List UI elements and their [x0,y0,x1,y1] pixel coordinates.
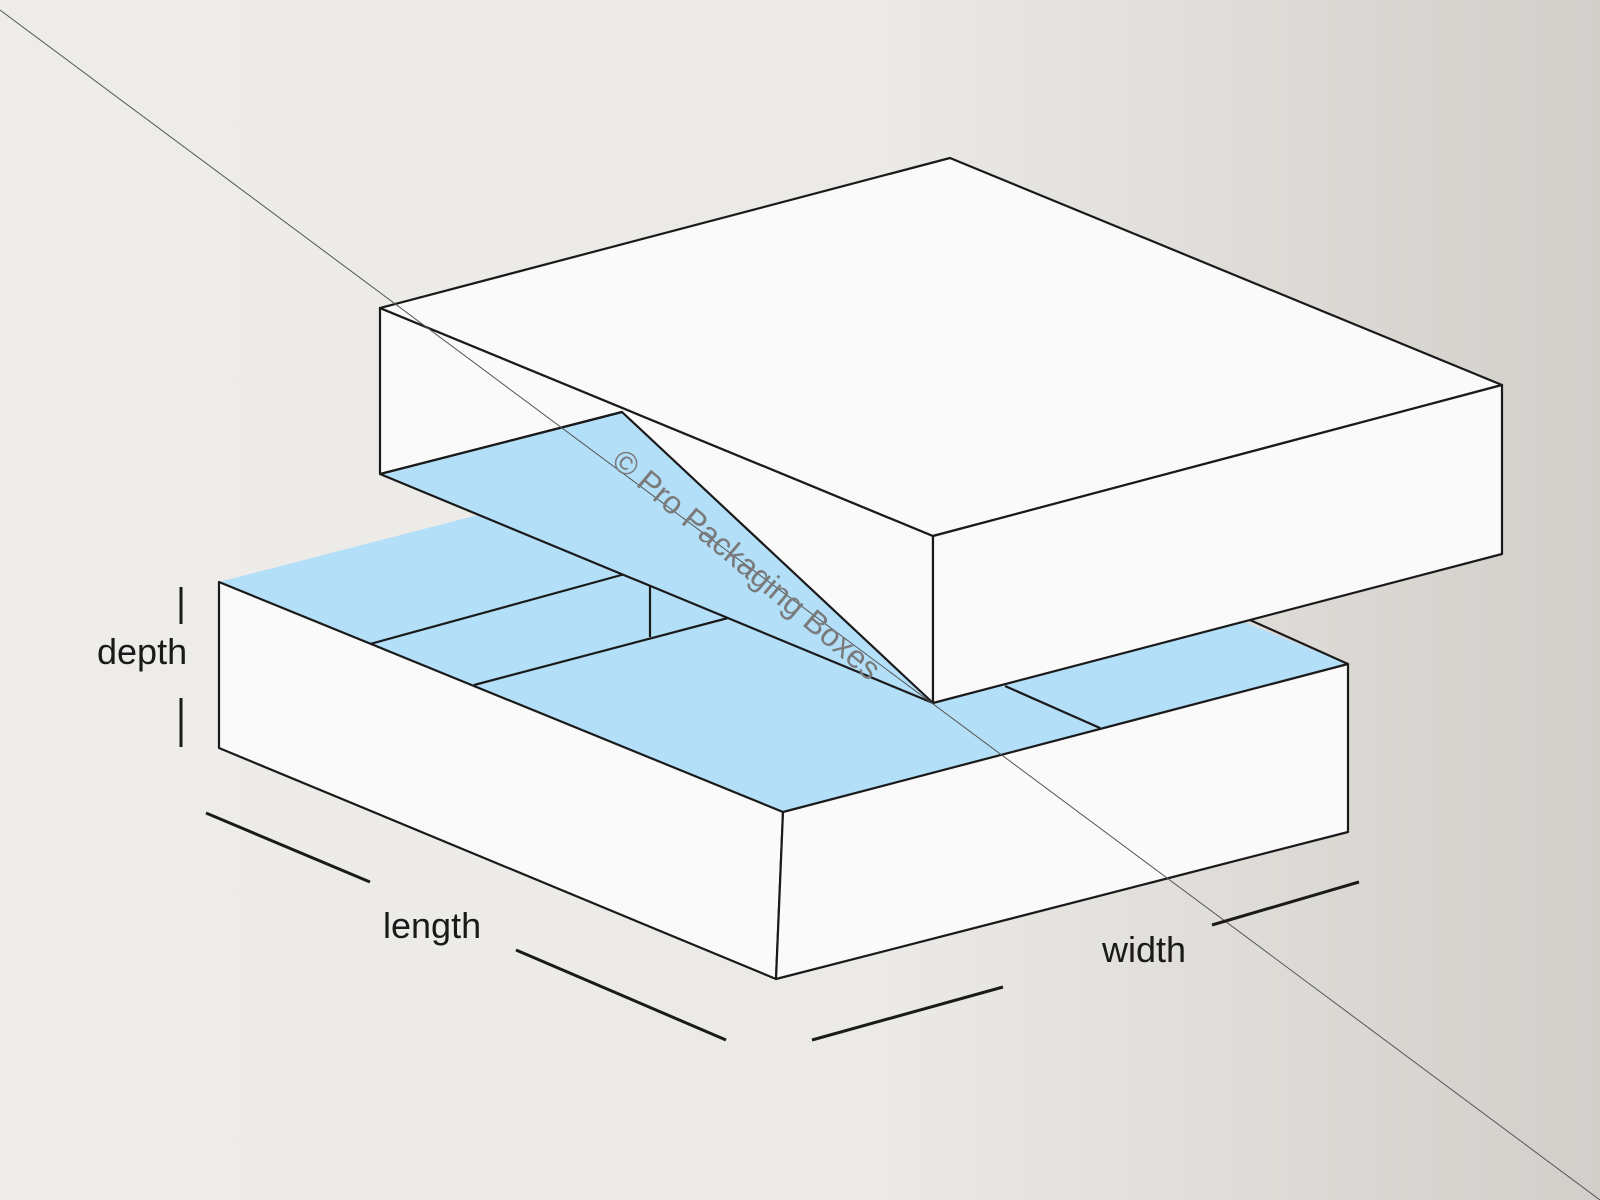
width-label: width [1101,929,1186,970]
diagonal-reference-line [0,9,1600,1200]
length-marker-left [205,811,371,884]
length-marker-right [515,948,727,1042]
box-lid [378,156,1504,705]
lid-front-panel [931,383,1504,705]
width-marker-left [811,985,1004,1042]
depth-label: depth [97,631,187,672]
width-marker-right [1211,880,1360,927]
length-label: length [383,905,481,946]
tray-front-right-panel [774,662,1350,981]
dimension-markers [179,587,1360,1042]
tray-divider-lines [369,572,1349,730]
